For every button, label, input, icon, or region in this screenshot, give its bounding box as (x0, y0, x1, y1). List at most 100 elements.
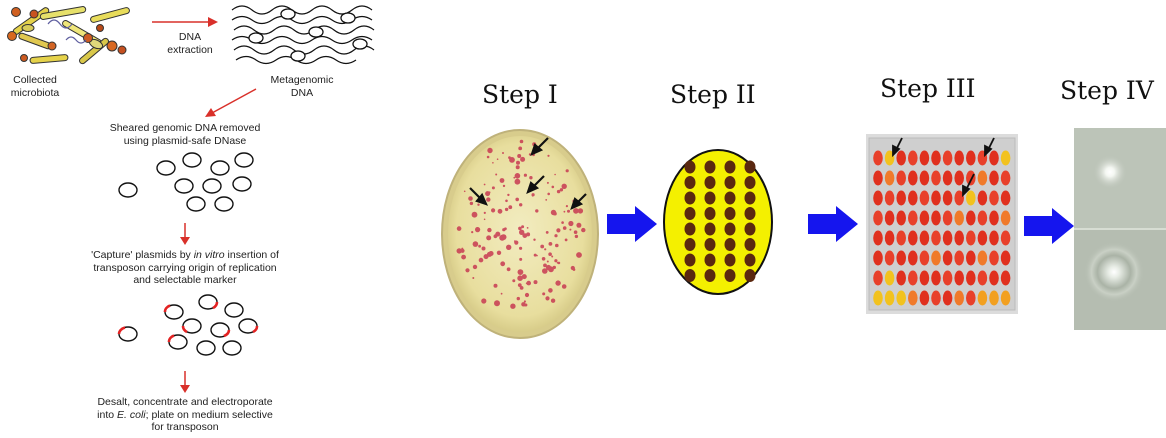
colony-dot (516, 165, 520, 169)
colony-dot (506, 245, 511, 250)
collected-label-line: microbiota (0, 87, 70, 100)
plate-well (1001, 291, 1011, 306)
colony-dot (527, 227, 529, 229)
plate-well (966, 171, 976, 186)
dnase-step-line: using plasmid-safe DNase (60, 135, 310, 148)
plate-well (978, 271, 988, 286)
plate-dot (685, 269, 696, 282)
plate-dot (705, 176, 716, 189)
colony-dot (494, 234, 498, 238)
plate-dot (725, 176, 736, 189)
colony-dot (475, 227, 479, 231)
colony-dot (468, 196, 473, 201)
colony-dot (520, 157, 525, 162)
plate-dot (725, 269, 736, 282)
metagenomic-dna-illustration (228, 0, 378, 72)
colony-dot (516, 161, 520, 165)
plate-well (943, 171, 953, 186)
colony-dot (551, 256, 553, 258)
plate-well (943, 271, 953, 286)
plate-well (896, 211, 906, 226)
plate-well (989, 151, 999, 166)
plate-well (885, 231, 895, 246)
colony-dot (477, 204, 479, 206)
colony-dot (544, 248, 546, 250)
colony-dot (491, 208, 495, 212)
colony-dot (478, 245, 481, 248)
colony-dot (548, 288, 553, 293)
colony-dot (497, 158, 499, 160)
step-title: Step I (482, 80, 558, 109)
colony-dot (566, 169, 569, 172)
colony-dot (502, 152, 504, 154)
plate-well (931, 291, 941, 306)
electroporate-step-text: Desalt, concentrate and electroporate in… (35, 396, 335, 434)
colony-dot (551, 299, 555, 303)
diagonal-arrow (200, 86, 260, 122)
colony-dot (486, 197, 490, 201)
collected-microbiota-label: Collected microbiota (0, 74, 70, 99)
plate-well (920, 231, 930, 246)
colony-dot (489, 191, 491, 193)
yellow-plate-diagram (662, 147, 774, 297)
plate-dot (685, 176, 696, 189)
plate-well (920, 191, 930, 206)
colony-dot (517, 275, 523, 281)
colony-dot (487, 228, 491, 232)
colony-dot (510, 304, 515, 309)
colony-dot (557, 190, 560, 193)
plasmid-circles-group-2 (108, 290, 268, 362)
colony-dot (515, 198, 519, 202)
colony-dot (554, 259, 557, 262)
colony-dot (533, 239, 535, 241)
electroporate-text-italic: E. coli (117, 409, 146, 421)
colony-dot (573, 208, 579, 214)
colony-dot (529, 176, 532, 179)
electroporate-step-line: Desalt, concentrate and electroporate (35, 396, 335, 409)
electroporate-text-part: ; plate on medium selective (146, 409, 273, 421)
colony-dot (471, 231, 473, 233)
plate-well (1001, 191, 1011, 206)
capture-text-part: 'Capture' plasmids by (91, 249, 194, 261)
colony-dot (484, 219, 486, 221)
plate-dot (745, 192, 756, 205)
plate-well (920, 171, 930, 186)
plate-dot (745, 176, 756, 189)
plate-well (931, 271, 941, 286)
plate-well (931, 251, 941, 266)
plate-well (943, 291, 953, 306)
down-arrow (178, 370, 192, 394)
plate-well (908, 191, 918, 206)
plate-dot (705, 238, 716, 251)
colony-dot (581, 228, 585, 232)
plate-well (920, 211, 930, 226)
colony-dot (501, 234, 507, 240)
plate-well (954, 151, 964, 166)
colony-dot (500, 178, 505, 183)
plate-well (908, 271, 918, 286)
colony-dot (481, 298, 486, 303)
plate-well (978, 291, 988, 306)
colony-dot (555, 244, 559, 248)
colony-dot (484, 212, 486, 214)
colony-dot (574, 230, 578, 234)
colony-dot (494, 284, 498, 288)
plate-well (954, 271, 964, 286)
colony-dot (515, 179, 521, 185)
plate-well (1001, 151, 1011, 166)
colony-dot (517, 154, 521, 158)
colony-dot (494, 300, 500, 306)
plate-well (966, 211, 976, 226)
plate-well (908, 291, 918, 306)
plate-well (966, 191, 976, 206)
electroporate-step-line: into E. coli; plate on medium selective (35, 409, 335, 422)
plate-well (978, 251, 988, 266)
step-title: Step II (670, 80, 756, 109)
plate-well (989, 271, 999, 286)
colony-dot (561, 221, 564, 224)
plate-well (978, 231, 988, 246)
colony-dot (560, 188, 563, 191)
colony-dot (461, 248, 463, 250)
plate-well (989, 291, 999, 306)
plate-dot (705, 254, 716, 267)
